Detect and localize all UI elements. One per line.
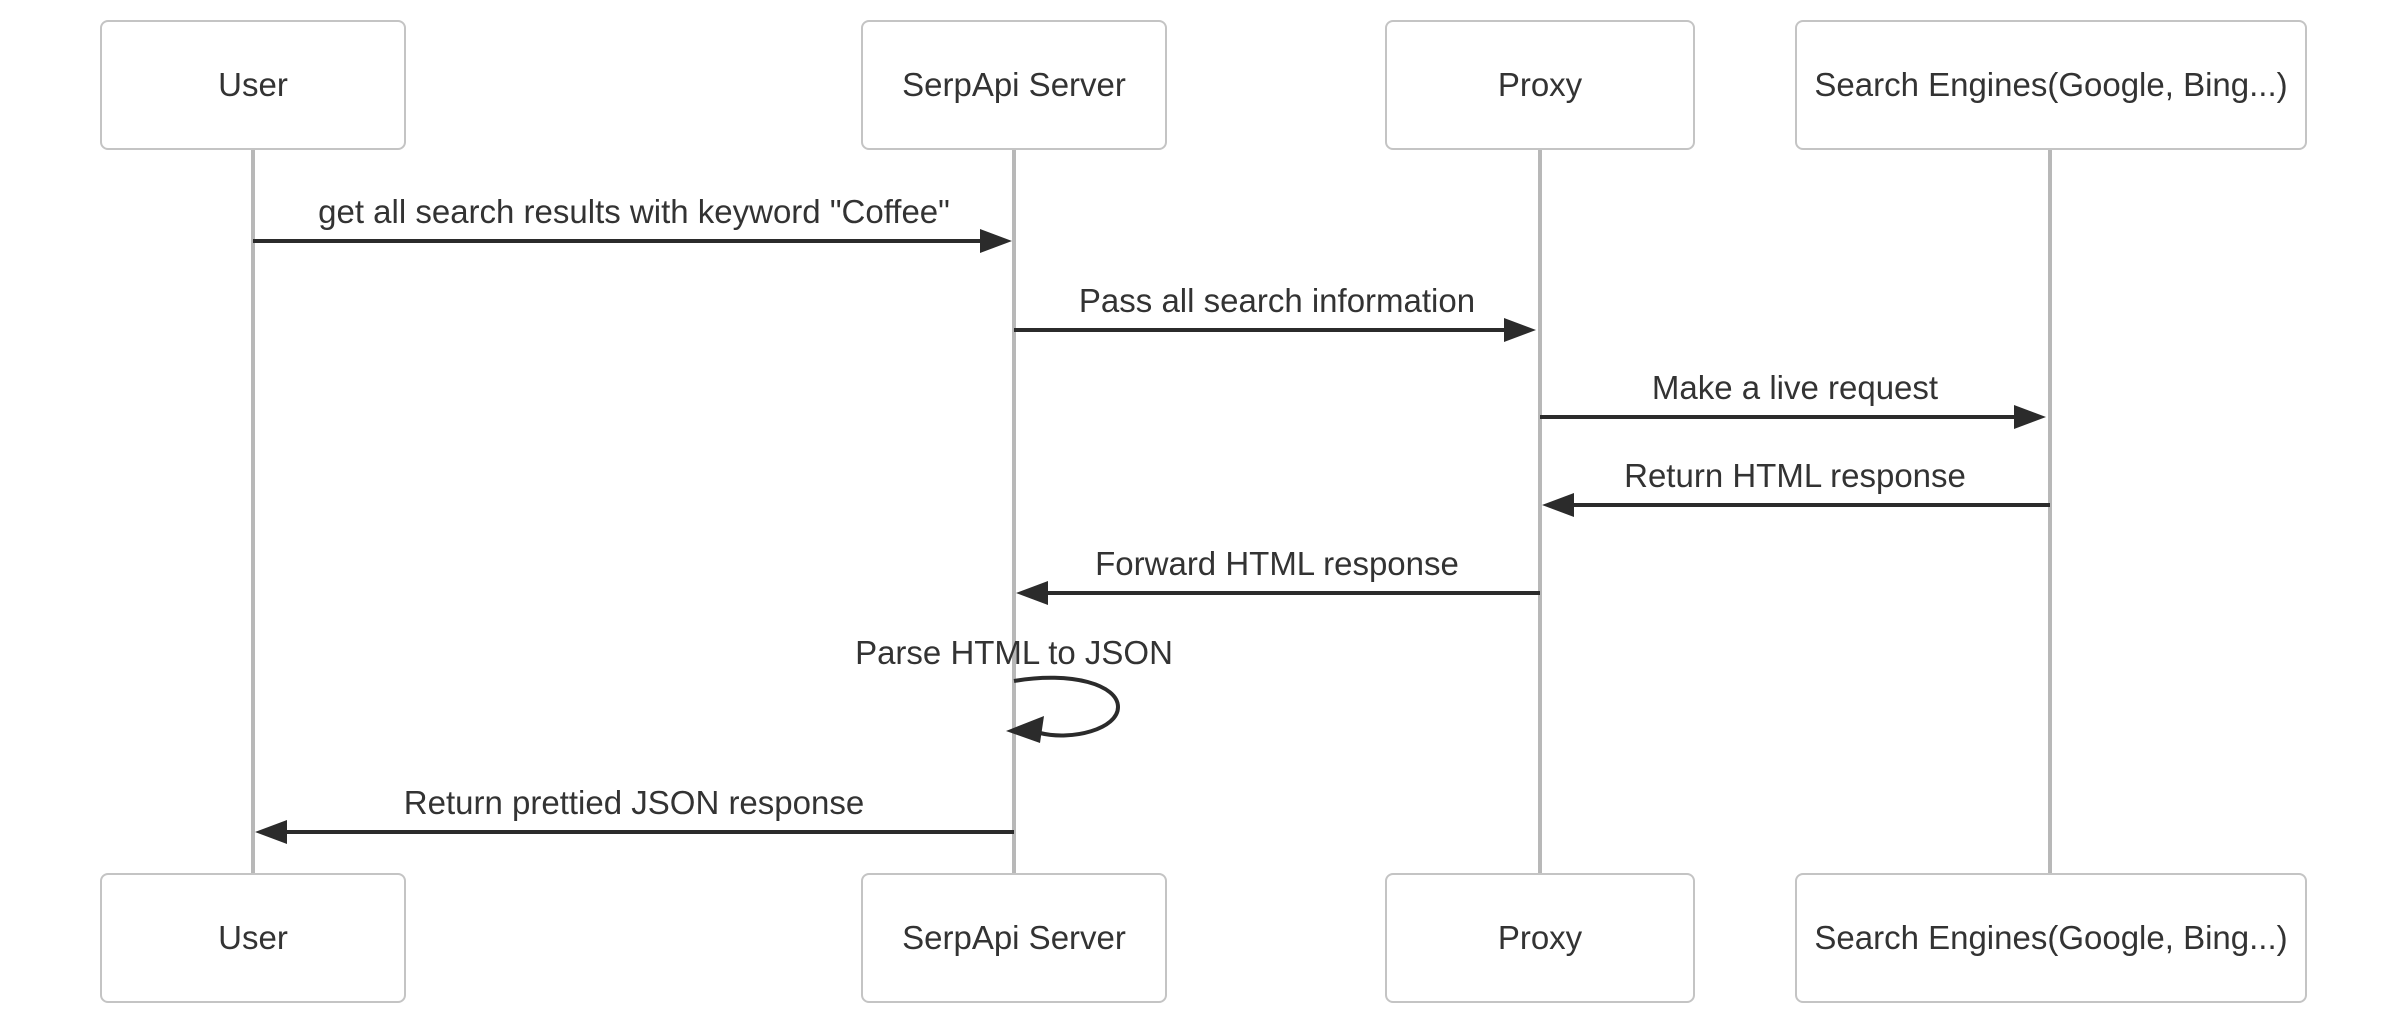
lifeline-user	[251, 150, 255, 873]
actor-label: User	[218, 919, 288, 956]
actor-top-search-engines: Search Engines(Google, Bing...)	[1795, 20, 2307, 150]
actor-label: Proxy	[1497, 66, 1583, 103]
actor-bottom-proxy: Proxy	[1385, 873, 1695, 1003]
actor-label: SerpApi Server	[902, 919, 1126, 956]
actor-bottom-search-engines: Search Engines(Google, Bing...)	[1795, 873, 2307, 1003]
actor-label: Search Engines(Google, Bing...)	[1814, 919, 2288, 956]
message-4-arrowhead	[1542, 493, 1574, 517]
message-3-arrowhead	[2014, 405, 2046, 429]
message-5-arrowhead	[1016, 581, 1048, 605]
message-label-7: Return prettied JSON response	[403, 784, 865, 821]
message-label-3: Make a live request	[1651, 369, 1939, 406]
message-label-5: Forward HTML response	[1095, 545, 1459, 582]
actor-top-user: User	[100, 20, 406, 150]
actor-label: User	[218, 66, 288, 103]
message-label-1: get all search results with keyword "Cof…	[318, 193, 950, 230]
message-label-2: Pass all search information	[1078, 282, 1476, 319]
actor-bottom-serpapi-server: SerpApi Server	[861, 873, 1167, 1003]
lifeline-serpapi-server	[1012, 150, 1016, 873]
actor-bottom-user: User	[100, 873, 406, 1003]
actor-top-proxy: Proxy	[1385, 20, 1695, 150]
message-2-arrowhead	[1504, 318, 1536, 342]
lifeline-search-engines	[2048, 150, 2052, 873]
message-7-arrowhead	[255, 820, 287, 844]
message-1-arrowhead	[980, 229, 1012, 253]
actor-label: Proxy	[1497, 919, 1583, 956]
actor-label: Search Engines(Google, Bing...)	[1814, 66, 2288, 103]
message-6-loop	[1013, 675, 1121, 738]
actor-label: SerpApi Server	[902, 66, 1126, 103]
message-label-4: Return HTML response	[1624, 457, 1966, 494]
message-label-6: Parse HTML to JSON	[855, 634, 1173, 671]
actor-top-serpapi-server: SerpApi Server	[861, 20, 1167, 150]
lifeline-proxy	[1538, 150, 1542, 873]
